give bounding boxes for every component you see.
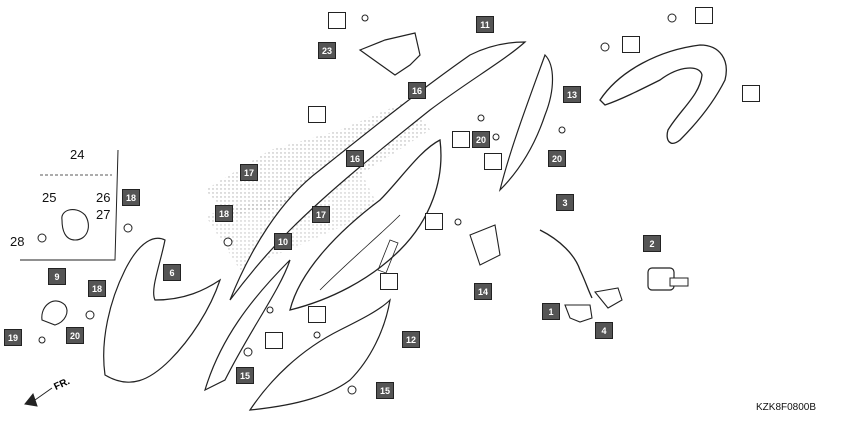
label-24: 24 bbox=[70, 147, 85, 162]
label-9: 9 bbox=[48, 268, 66, 285]
label-15-a: 15 bbox=[236, 367, 254, 384]
label-blank-g bbox=[484, 153, 502, 170]
label-blank-h bbox=[425, 213, 443, 230]
part-1-shape bbox=[564, 304, 593, 323]
label-27: 27 bbox=[96, 207, 111, 222]
rail-10-shape bbox=[204, 259, 291, 392]
label-19: 19 bbox=[4, 329, 22, 346]
label-15-b: 15 bbox=[376, 382, 394, 399]
label-20-c: 20 bbox=[66, 327, 84, 344]
label-20-b: 20 bbox=[548, 150, 566, 167]
label-20-a: 20 bbox=[472, 131, 490, 148]
label-12: 12 bbox=[402, 331, 420, 348]
carrier-shape bbox=[599, 44, 727, 144]
label-28: 28 bbox=[10, 234, 25, 249]
part-4-shape bbox=[593, 287, 623, 309]
side-cover-emblem bbox=[377, 239, 399, 274]
label-11: 11 bbox=[476, 16, 494, 33]
label-6: 6 bbox=[163, 264, 181, 281]
part-9-shape bbox=[41, 300, 68, 326]
label-blank-d bbox=[742, 85, 760, 102]
label-18-c: 18 bbox=[88, 280, 106, 297]
label-18-b: 18 bbox=[215, 205, 233, 222]
label-blank-f bbox=[452, 131, 470, 148]
hook-shape bbox=[61, 209, 89, 241]
rail-11-shape bbox=[229, 41, 527, 301]
part-2-key bbox=[669, 277, 689, 287]
label-16-b: 16 bbox=[346, 150, 364, 167]
fr-arrow bbox=[24, 387, 53, 407]
label-blank-b bbox=[695, 7, 713, 24]
part-6-shape bbox=[103, 237, 222, 383]
label-blank-e bbox=[308, 106, 326, 123]
label-16-a: 16 bbox=[408, 82, 426, 99]
label-14: 14 bbox=[474, 283, 492, 300]
label-blank-c bbox=[622, 36, 640, 53]
label-10: 10 bbox=[274, 233, 292, 250]
bolts bbox=[37, 13, 677, 395]
part-23-shape bbox=[358, 32, 421, 76]
part-3-cable bbox=[539, 229, 593, 299]
label-2: 2 bbox=[643, 235, 661, 252]
side-cover-shape bbox=[289, 139, 442, 311]
panel-13-shape bbox=[498, 53, 554, 192]
side-cover-inner bbox=[319, 214, 401, 291]
label-18-a: 18 bbox=[122, 189, 140, 206]
part-14-shape bbox=[469, 224, 501, 266]
label-blank-i bbox=[380, 273, 398, 290]
label-23: 23 bbox=[318, 42, 336, 59]
label-17-b: 17 bbox=[312, 206, 330, 223]
label-3: 3 bbox=[556, 194, 574, 211]
label-blank-j bbox=[308, 306, 326, 323]
label-blank-a bbox=[328, 12, 346, 29]
label-4: 4 bbox=[595, 322, 613, 339]
label-26: 26 bbox=[96, 190, 111, 205]
label-25: 25 bbox=[42, 190, 57, 205]
label-1: 1 bbox=[542, 303, 560, 320]
part-12-shape bbox=[248, 298, 391, 411]
inset-bracket bbox=[20, 149, 119, 261]
diagram-code: KZK8F0800B bbox=[756, 402, 817, 413]
label-13: 13 bbox=[563, 86, 581, 103]
label-17-a: 17 bbox=[240, 164, 258, 181]
label-blank-k bbox=[265, 332, 283, 349]
